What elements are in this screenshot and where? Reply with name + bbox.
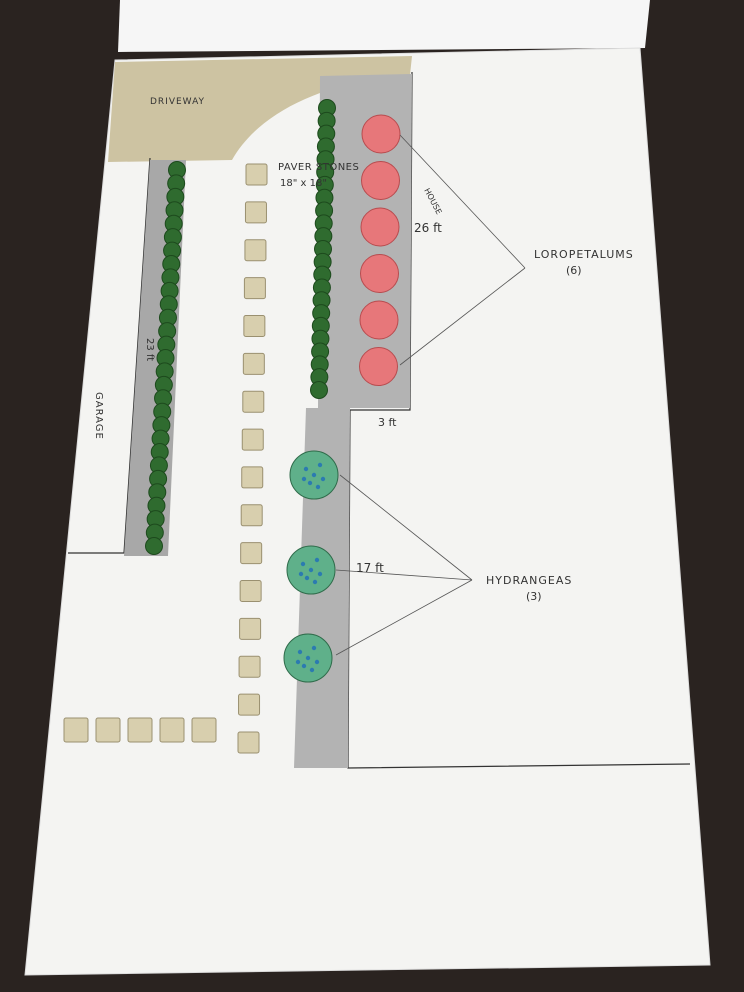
hydrangea-bloom-dot (315, 484, 321, 490)
paver-label-line2: 18" x 18" (280, 178, 327, 189)
paver-stone (245, 163, 268, 186)
hydrangea-bloom-dot (295, 659, 301, 665)
hydrangea-bloom-dot (301, 663, 307, 669)
house-length-label: 26 ft (414, 221, 442, 235)
paper-sheet (24, 47, 711, 976)
paver-stone (239, 580, 262, 603)
paver-stone (238, 655, 261, 678)
paver-stone (240, 542, 263, 565)
loropetalum-shrub (359, 300, 399, 340)
hydrangeas-label: HYDRANGEAS (486, 574, 572, 587)
hydrangea-bloom-dot (305, 655, 311, 661)
hydrangea-bloom-dot (303, 466, 309, 472)
loropetalum-shrub (360, 254, 399, 293)
paver-stone (241, 466, 264, 489)
hydrangea-bloom-dot (307, 480, 313, 486)
loropetalum-shrub (361, 114, 401, 154)
loropetalum-callout-line (399, 134, 526, 269)
hydrangea-bloom-dot (317, 571, 323, 577)
lower-bed-length-label: 17 ft (356, 561, 384, 575)
paver-stone (244, 201, 267, 224)
bed-width-label: 3 ft (378, 416, 397, 429)
top-page-edge (118, 0, 650, 52)
loropetalum-callout-line (399, 267, 526, 366)
hydrangea-bloom-dot (312, 579, 318, 585)
paver-stone (241, 428, 264, 451)
hydrangea-bloom-dot (311, 645, 317, 651)
paver-stone (159, 717, 185, 743)
paver-stone (244, 239, 267, 262)
hydrangea-bloom-dot (304, 575, 310, 581)
garage-wall-outline (68, 157, 151, 554)
hydrangea-bloom-dot (301, 476, 307, 482)
hydrangea-group (283, 450, 339, 683)
boxwood-shrub (145, 537, 163, 555)
loropetalums-label: LOROPETALUMS (534, 248, 634, 261)
paver-stone (242, 352, 265, 375)
boxwood-shrub (310, 381, 328, 399)
paver-stone (242, 390, 265, 413)
hydrangea-bloom-dot (320, 476, 326, 482)
paver-stone (240, 504, 263, 527)
paver-stone (237, 731, 260, 754)
loropetalum-shrub (360, 207, 400, 247)
hydrangea-bloom-dot (311, 472, 317, 478)
paver-stone (238, 693, 261, 716)
hydrangea-callout-line (339, 474, 473, 581)
hydrangea-bloom-dot (314, 557, 320, 563)
boxwoods-garage-row (145, 161, 186, 555)
boxwoods-house-row (310, 99, 336, 399)
hydrangea-bloom-dot (298, 571, 304, 577)
loropetalum-shrub (361, 161, 400, 200)
hydrangea-bloom-dot (309, 667, 315, 673)
paver-stone-path (63, 163, 268, 754)
hydrangea-bloom-dot (297, 649, 303, 655)
garage-label: GARAGE (93, 392, 104, 440)
paver-label-line1: PAVER STONES (278, 162, 359, 173)
hydrangeas-count-label: (3) (526, 590, 542, 603)
loropetalum-shrub (359, 347, 398, 386)
paver-stone (243, 314, 266, 337)
house-wall-outline (347, 71, 691, 769)
paver-stone (191, 717, 217, 743)
paver-stone (63, 717, 89, 743)
loropetalum-group (359, 114, 401, 386)
hydrangea-callout-line (335, 569, 473, 581)
garage-bed-length-label: 23 ft (144, 338, 155, 361)
paver-stone (95, 717, 121, 743)
hydrangea-bloom-dot (314, 659, 320, 665)
paver-stone (239, 617, 262, 640)
driveway-label: DRIVEWAY (150, 97, 205, 107)
paver-stone (127, 717, 153, 743)
hydrangea-bloom-dot (308, 567, 314, 573)
hydrangea-bloom-dot (300, 561, 306, 567)
paver-stone (243, 277, 266, 300)
hydrangea-callout-line (335, 579, 473, 656)
loropetalums-count-label: (6) (566, 264, 582, 277)
hydrangea-bloom-dot (317, 462, 323, 468)
